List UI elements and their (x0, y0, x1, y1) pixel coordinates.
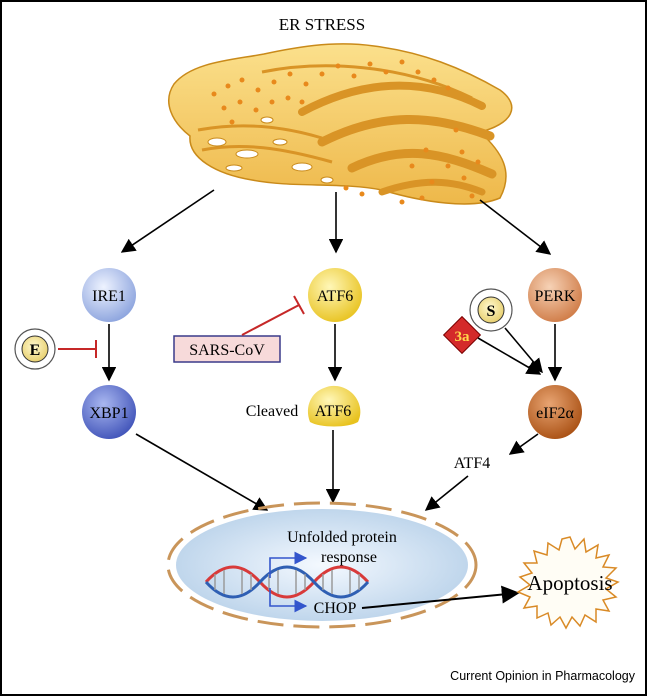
chop-transcription-arrow (269, 588, 308, 613)
chop-label: CHOP (314, 600, 357, 617)
cleaved-atf6-label: ATF6 (315, 403, 351, 420)
perk-label: PERK (535, 288, 576, 305)
s-protein-label: S (487, 303, 496, 320)
arrow-atf4-to-nucleus (424, 475, 469, 511)
atf6-node (308, 268, 362, 322)
atf4-label: ATF4 (454, 455, 490, 472)
atf6-label: ATF6 (317, 288, 353, 305)
arrow-er-to-ire1 (120, 189, 215, 253)
dna-helix (204, 565, 370, 599)
arrow-eif2a-to-atf4 (508, 433, 539, 455)
journal-credit: Current Opinion in Pharmacology (450, 669, 636, 683)
ire1-label: IRE1 (92, 288, 126, 305)
arrow-er-to-perk (479, 199, 552, 255)
sars-cov-label: SARS-CoV (189, 342, 265, 359)
e-protein-node (21, 335, 49, 363)
sars-cov-inhibits-atf6 (241, 304, 300, 336)
apoptosis-label: Apoptosis (527, 571, 612, 595)
arrow-xbp1-to-nucleus (135, 433, 269, 511)
sars-cov-inhibition-bar (293, 295, 305, 315)
protein-3a-badge (442, 315, 482, 355)
arrow-s-to-eif2a (504, 327, 543, 374)
eif2a-node (528, 385, 582, 439)
arrow-chop-to-apoptosis (361, 585, 520, 609)
cleaved-atf6-node (307, 385, 361, 427)
cleaved-label: Cleaved (246, 403, 298, 420)
apoptosis-starburst (516, 536, 620, 630)
eif2a-label: eIF2α (536, 405, 574, 422)
s-protein-node (477, 296, 505, 324)
endoplasmic-reticulum-illustration (168, 43, 513, 205)
xbp1-label: XBP1 (89, 405, 128, 422)
diagram-title: ER STRESS (279, 15, 365, 34)
e-protein-label: E (30, 342, 41, 359)
protein-3a-label: 3a (455, 329, 471, 345)
upr-label-line1: Unfolded protein (287, 529, 397, 546)
upr-transcription-arrow (269, 551, 308, 578)
upr-label-line2: response (321, 549, 377, 566)
nuclear-envelope (166, 501, 478, 629)
xbp1-node (82, 385, 136, 439)
sars-cov-box (173, 335, 281, 363)
arrow-3a-to-eif2a (477, 337, 542, 375)
ire1-node (82, 268, 136, 322)
perk-node (528, 268, 582, 322)
